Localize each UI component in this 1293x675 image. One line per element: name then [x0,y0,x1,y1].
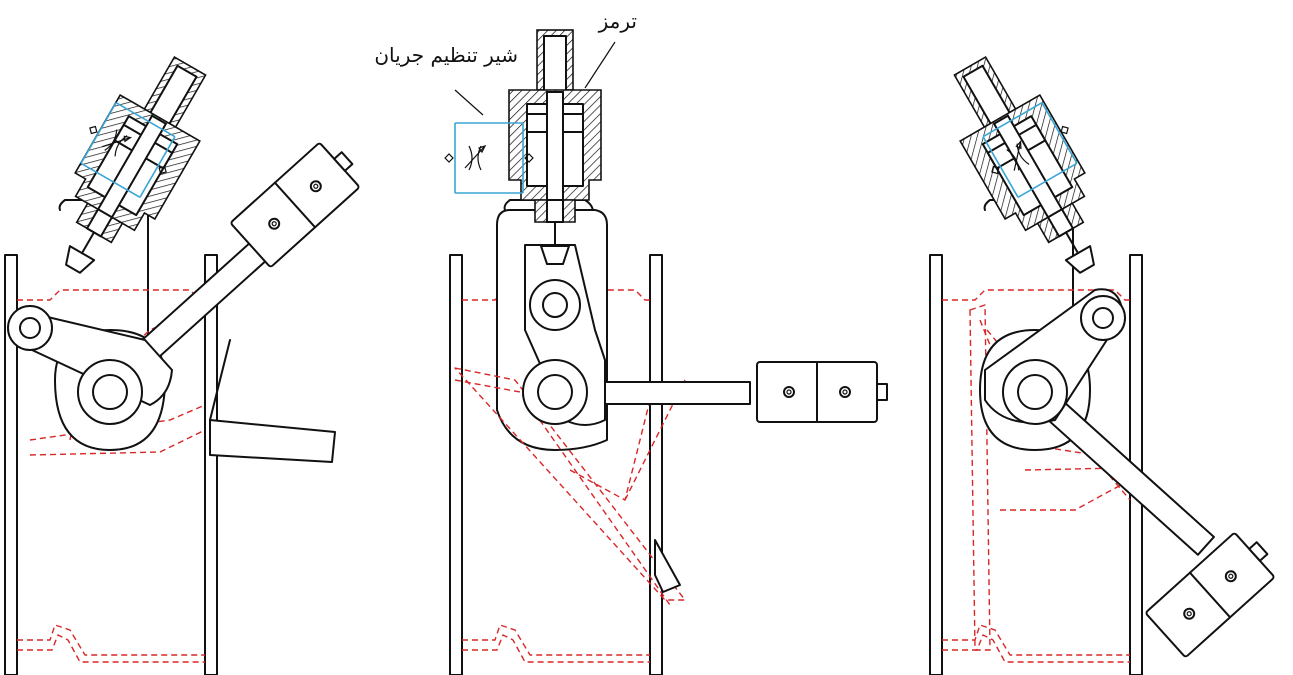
flow-valve-label: شیر تنظیم جریان [374,43,518,67]
brake-label: ترمز [598,9,637,33]
center-view [444,29,888,675]
right-view [929,42,1284,675]
left-view [4,42,369,675]
